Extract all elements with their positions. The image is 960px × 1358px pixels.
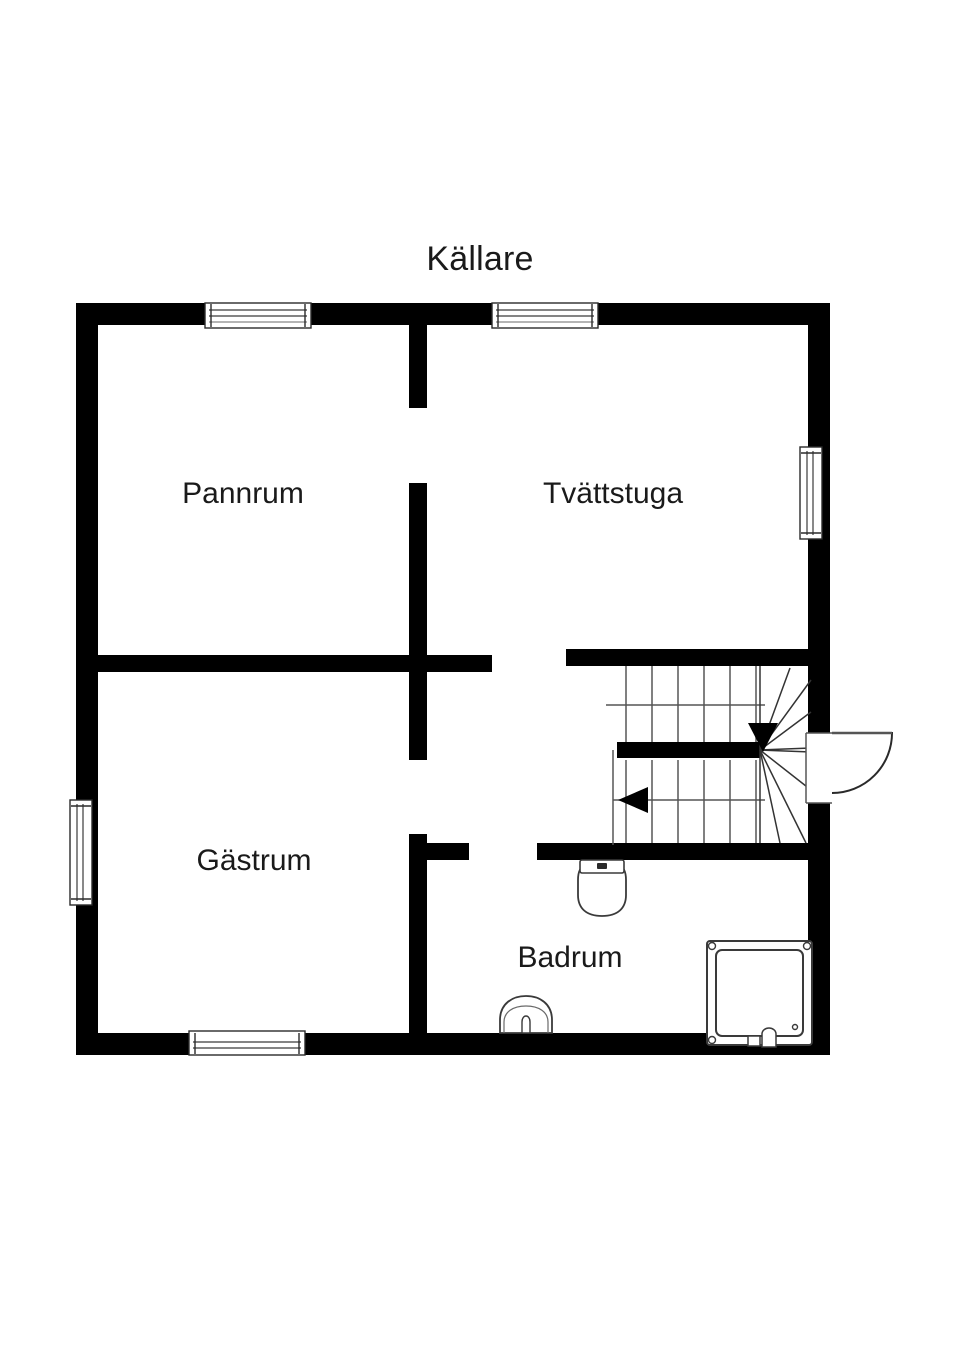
- windows: [69, 302, 823, 1056]
- door-swing-arc: [831, 732, 894, 794]
- wall-interior-badrum-stub: [427, 843, 469, 860]
- door-opening: [806, 733, 832, 803]
- wall-interior-horizontal-stub: [427, 655, 492, 672]
- toilet-fixture: [577, 859, 627, 917]
- shower-fixture: [706, 940, 813, 1048]
- shower-drain: [791, 1023, 799, 1031]
- shower-mixer: [761, 1027, 777, 1048]
- room-label-gastrum: Gästrum: [196, 844, 312, 877]
- stair-winder-treads: [759, 666, 812, 844]
- window-left: [69, 799, 93, 906]
- room-label-badrum: Badrum: [517, 941, 623, 974]
- wall-interior-stair-bottom: [537, 843, 811, 860]
- shower-tray: [715, 949, 804, 1037]
- stair-treads-upper: [625, 666, 757, 748]
- washbasin-fixture: [499, 995, 553, 1034]
- window-bottom-left: [188, 1030, 306, 1056]
- page-title: Källare: [426, 240, 534, 278]
- wall-interior-horizontal-left: [90, 655, 426, 672]
- wall-interior-vertical-upper: [409, 303, 427, 408]
- window-top-left: [204, 302, 312, 329]
- interior-walls: [90, 303, 811, 1055]
- room-label-tvattstuga: Tvättstuga: [542, 477, 684, 510]
- stair-central-stringer: [617, 742, 760, 758]
- wall-exterior-top: [76, 303, 830, 325]
- room-label-pannrum: Pannrum: [182, 477, 304, 510]
- wall-interior-vertical-middle: [409, 483, 427, 760]
- window-right: [799, 446, 823, 540]
- washbasin-faucet: [521, 1015, 531, 1034]
- wall-interior-stair-top: [566, 649, 811, 666]
- toilet-flush-button: [597, 863, 607, 869]
- window-top-right: [491, 302, 599, 329]
- stair-direction-arrow-down: [748, 723, 778, 752]
- stair-direction-arrow-left: [618, 787, 648, 813]
- staircase-winder: [606, 666, 812, 845]
- door-exterior-right: [805, 731, 894, 804]
- wall-exterior-left: [76, 303, 98, 1055]
- wall-interior-vertical-lower: [409, 834, 427, 1055]
